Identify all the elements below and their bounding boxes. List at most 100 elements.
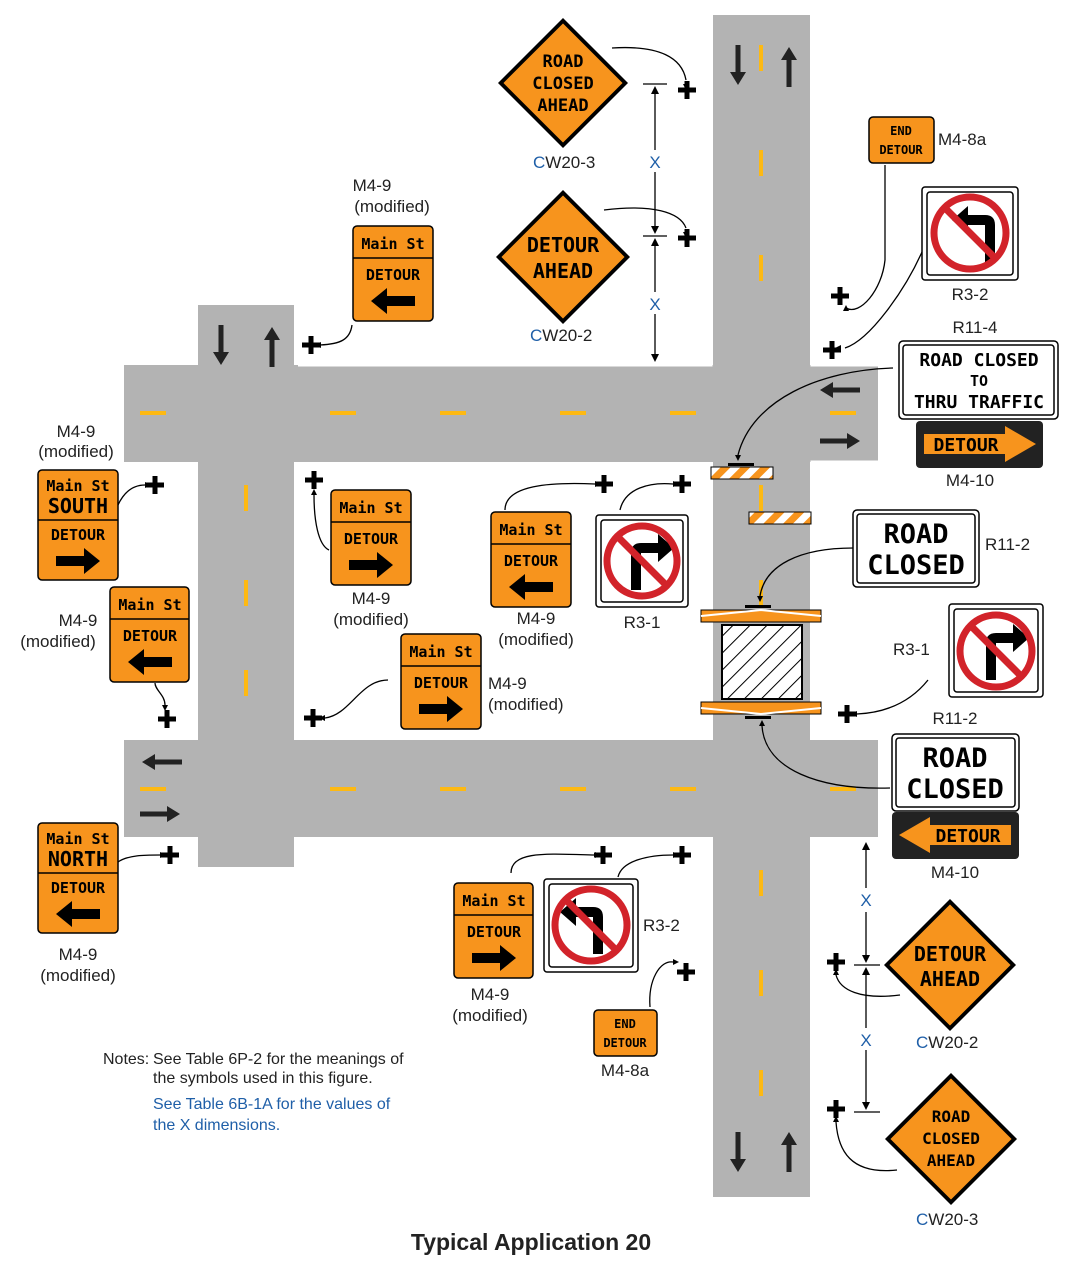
sign-code-label: M4-9 [59, 945, 98, 964]
sign-post-icon [677, 963, 695, 981]
svg-text:NORTH: NORTH [48, 847, 108, 871]
sign-code-label: R3-2 [643, 916, 680, 935]
sign-code-label: M4-10 [946, 471, 994, 490]
svg-text:THRU TRAFFIC: THRU TRAFFIC [914, 392, 1044, 413]
svg-text:DETOUR: DETOUR [603, 1036, 647, 1050]
sign-code-label: M4-9 [488, 674, 527, 693]
main-st-detour-left-sign: Main St DETOUR [490, 511, 572, 608]
barricade [748, 511, 812, 525]
end-detour-sign: END DETOUR [593, 1009, 658, 1057]
sign-post-icon [823, 341, 841, 359]
x-dimension-label: X [860, 1031, 871, 1050]
sign-post-icon [831, 287, 849, 305]
svg-text:DETOUR: DETOUR [879, 143, 923, 157]
sign-code-label: (modified) [354, 197, 430, 216]
sign-post-icon [827, 953, 845, 971]
svg-text:DETOUR: DETOUR [914, 942, 987, 966]
sign-code-label: M4-9 [352, 589, 391, 608]
barricade [710, 466, 774, 480]
svg-text:ROAD: ROAD [543, 52, 584, 72]
sign-post-mount [745, 716, 771, 719]
road-closed-ahead-sign: ROAD CLOSED AHEAD [498, 18, 628, 148]
sign-code-label: (modified) [498, 630, 574, 649]
svg-text:Main St: Main St [361, 235, 424, 253]
leader-lines [117, 46, 929, 1172]
main-st-north-detour-left-sign: Main St NORTH DETOUR [37, 822, 119, 934]
svg-text:AHEAD: AHEAD [533, 259, 593, 283]
svg-text:ROAD: ROAD [883, 519, 948, 550]
notes-label: Notes: [103, 1051, 149, 1068]
sign-code-label: CW20-2 [530, 326, 592, 345]
sign-code-label: M4-8a [938, 130, 987, 149]
svg-text:Main St: Main St [499, 521, 562, 539]
svg-text:END: END [614, 1017, 636, 1031]
x-dimension-label: X [860, 891, 871, 910]
svg-text:TO: TO [970, 372, 988, 390]
no-left-turn-sign [543, 878, 639, 973]
sign-code-label: M4-9 [57, 422, 96, 441]
road-closed-ahead-sign: ROAD CLOSED AHEAD [885, 1073, 1017, 1205]
svg-text:DETOUR: DETOUR [344, 530, 399, 548]
svg-text:ROAD: ROAD [922, 743, 987, 774]
x-dimension-label: X [649, 295, 660, 314]
roadway [124, 15, 878, 1197]
svg-text:Main St: Main St [118, 596, 181, 614]
barricade-lower [700, 701, 822, 715]
sign-code-label: CW20-3 [916, 1210, 978, 1229]
notes-line: See Table 6P-2 for the meanings of [153, 1051, 404, 1068]
no-right-turn-sign [948, 603, 1044, 698]
svg-text:DETOUR: DETOUR [933, 435, 998, 456]
road-closed-sign: ROAD CLOSED [891, 733, 1020, 812]
svg-text:AHEAD: AHEAD [920, 967, 980, 991]
svg-text:DETOUR: DETOUR [366, 266, 421, 284]
sign-post-mount [745, 605, 771, 608]
svg-text:ROAD CLOSED: ROAD CLOSED [919, 350, 1038, 371]
work-zone-hatched-area [721, 624, 803, 700]
detour-ahead-sign: DETOUR AHEAD [884, 899, 1016, 1031]
svg-text:CLOSED: CLOSED [906, 774, 1004, 805]
x-dimension-label: X [649, 153, 660, 172]
notes-line-blue: the X dimensions. [153, 1117, 280, 1134]
svg-text:AHEAD: AHEAD [927, 1151, 975, 1170]
sign-code-label: R3-1 [893, 640, 930, 659]
barricade-upper [700, 609, 822, 623]
end-detour-sign: END DETOUR [868, 116, 935, 164]
detour-right-arrow-sign: DETOUR [916, 421, 1043, 468]
sign-post-mount [728, 463, 754, 466]
notes-line: the symbols used in this figure. [153, 1070, 373, 1087]
no-left-turn-sign [921, 186, 1019, 281]
sign-code-label: CW20-3 [533, 153, 595, 172]
road-closed-sign: ROAD CLOSED [852, 509, 980, 588]
sign-code-label: M4-9 [517, 609, 556, 628]
sign-code-label: R11-2 [985, 535, 1030, 554]
main-st-detour-left-sign: Main St DETOUR [109, 586, 190, 683]
sign-code-label: (modified) [452, 1006, 528, 1025]
no-right-turn-sign [595, 514, 689, 608]
sign-code-label: M4-9 [471, 985, 510, 1004]
main-st-detour-left-sign: Main St DETOUR [352, 225, 434, 322]
sign-code-label: (modified) [40, 966, 116, 985]
sign-post-icon [678, 229, 696, 247]
sign-post-icon [827, 1100, 845, 1118]
main-st-south-detour-right-sign: Main St SOUTH DETOUR [37, 469, 119, 581]
main-st-detour-right-sign: Main St DETOUR [453, 882, 534, 979]
svg-text:DETOUR: DETOUR [51, 526, 106, 544]
svg-text:Main St: Main St [339, 499, 402, 517]
svg-text:DETOUR: DETOUR [123, 627, 178, 645]
sign-code-label: (modified) [38, 442, 114, 461]
work-area [700, 463, 822, 719]
svg-text:DETOUR: DETOUR [467, 923, 522, 941]
svg-text:DETOUR: DETOUR [527, 233, 600, 257]
sign-code-label: M4-9 [59, 611, 98, 630]
sign-post-icon [158, 710, 176, 728]
svg-text:CLOSED: CLOSED [922, 1129, 980, 1148]
svg-text:AHEAD: AHEAD [537, 96, 588, 116]
sign-code-label: (modified) [20, 632, 96, 651]
svg-text:CLOSED: CLOSED [532, 74, 593, 94]
svg-text:DETOUR: DETOUR [51, 879, 106, 897]
svg-text:CLOSED: CLOSED [867, 550, 965, 581]
notes: Notes: See Table 6P-2 for the meanings o… [103, 1051, 404, 1134]
x-dimension-markers: X X X X [643, 83, 880, 1113]
sign-post-icon [678, 81, 696, 99]
svg-text:Main St: Main St [409, 643, 472, 661]
